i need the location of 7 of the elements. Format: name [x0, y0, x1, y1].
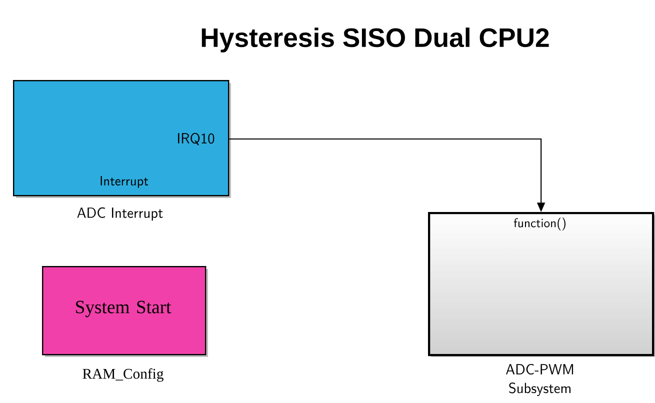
node-label: ADC Interrupt: [77, 207, 163, 221]
node-label: ADC-PWM Subsystem: [506, 364, 574, 396]
block: function() ADC-PWM Subsystem: [428, 212, 655, 396]
block: IRQ10 Interrupt ADC Interrupt: [13, 80, 231, 221]
title: Hysteresis SISO Dual CPU2: [202, 28, 549, 52]
node-label: RAM_Config: [82, 368, 164, 382]
block: System Start RAM_Config: [42, 266, 208, 382]
